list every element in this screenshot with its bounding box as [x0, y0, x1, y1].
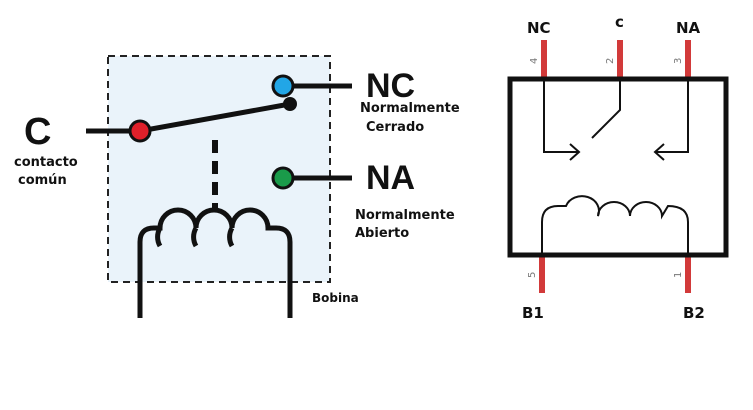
na-terminal-label: NA	[366, 159, 415, 197]
coil	[137, 207, 293, 318]
na-arrow-head	[653, 143, 665, 161]
pin-number-b2: 1	[673, 272, 684, 278]
common-contact-dot	[128, 119, 152, 143]
nc-terminal-label: NC	[366, 67, 415, 105]
nc-desc-line1: Normalmente	[360, 101, 460, 116]
common-terminal-label: C	[24, 111, 51, 153]
relay-pinout: 4 2 3 5 1 NC c NA B1 B2	[507, 13, 729, 322]
nc-arrow-head	[569, 143, 581, 161]
na-desc-line1: Normalmente	[355, 208, 455, 223]
coil-loops	[155, 226, 235, 248]
pin-name-c: c	[615, 13, 624, 31]
pin-number-b1: 5	[527, 272, 538, 278]
relay-housing	[107, 55, 331, 283]
switch-arm-tip	[283, 97, 297, 111]
pinout-coil	[541, 195, 689, 255]
pin-name-b1: B1	[522, 304, 544, 322]
nc-contact-dot	[271, 74, 295, 98]
na-desc-line2: Abierto	[355, 226, 409, 241]
na-internal-line	[656, 80, 689, 153]
c-internal-line	[591, 80, 621, 139]
nc-internal-line	[543, 80, 578, 153]
pin-number-c: 2	[605, 58, 616, 64]
nc-desc-line2: Cerrado	[366, 120, 424, 135]
relay-schematic: C contacto común NC Normalmente Cerrado …	[14, 55, 460, 318]
relay-body	[507, 76, 729, 258]
pin-name-na: NA	[676, 19, 701, 37]
pin-name-nc: NC	[527, 19, 551, 37]
common-desc-line2: común	[18, 173, 67, 188]
pin-name-b2: B2	[683, 304, 705, 322]
pin-number-na: 3	[673, 58, 684, 64]
common-desc-line1: contacto	[14, 155, 78, 170]
pin-number-nc: 4	[529, 58, 540, 64]
switch-arm	[139, 101, 291, 134]
coil-label: Bobina	[312, 291, 359, 305]
na-contact-dot	[271, 166, 295, 190]
